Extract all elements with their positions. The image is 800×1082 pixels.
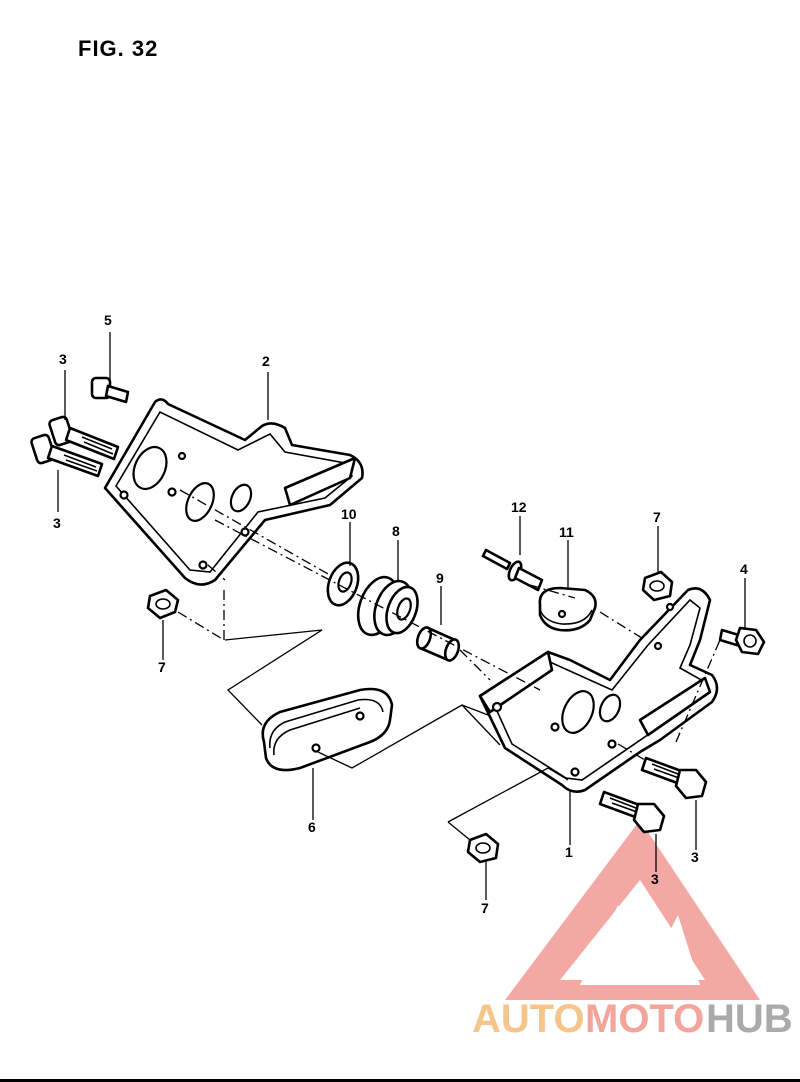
part-5-short-bolt (90, 376, 130, 404)
callout-2: 2 (262, 353, 270, 369)
watermark-mark (580, 905, 700, 985)
watermark-text: AUTO MOTO HUB (472, 997, 793, 1041)
part-6-rubber-mount (261, 687, 394, 772)
part-7-nut-right (641, 570, 674, 602)
part-3-bolt-right-lower (598, 790, 666, 834)
part-4-bolt (718, 626, 766, 656)
callout-leaders (57, 332, 746, 900)
callout-10: 10 (341, 506, 357, 522)
callout-3-upper-left: 3 (59, 351, 67, 367)
part-9-collar (415, 626, 461, 662)
callout-labels: 5 3 3 2 10 8 9 12 11 7 4 7 6 1 3 3 7 (53, 312, 748, 916)
part-3-bolt-right-upper (640, 756, 708, 800)
callout-3-right: 3 (691, 849, 699, 865)
callout-9: 9 (436, 570, 444, 586)
watermark-hub: HUB (706, 997, 793, 1041)
assembly-center-lines (177, 489, 721, 761)
watermark-auto: AUTO (472, 997, 585, 1041)
callout-12: 12 (511, 499, 527, 515)
part-3-bolt-upper-left (48, 415, 120, 461)
part-12-rivet (481, 548, 544, 592)
assembly-guide-lines (224, 629, 569, 841)
callout-11: 11 (559, 524, 574, 540)
part-2-bracket-plate (103, 398, 364, 586)
part-7-nut-left (146, 588, 180, 620)
callout-7-upper-right: 7 (653, 509, 661, 525)
callout-4: 4 (740, 561, 748, 577)
part-11-rubber-pad (538, 586, 597, 632)
callout-3-lower-left: 3 (53, 515, 61, 531)
callout-6: 6 (308, 819, 316, 835)
callout-8: 8 (392, 523, 400, 539)
part-3-bolt-lower-left (30, 433, 104, 478)
callout-3-bottom: 3 (651, 871, 659, 887)
part-10-washer (326, 561, 360, 607)
watermark-triangle (505, 820, 760, 1000)
callout-7-left: 7 (158, 659, 166, 675)
figure-title: FIG. 32 (78, 36, 159, 61)
callout-7-bottom: 7 (481, 900, 489, 916)
part-1-bracket-plate (478, 587, 719, 793)
watermark-moto: MOTO (585, 997, 704, 1041)
callout-5: 5 (104, 312, 112, 328)
part-7-nut-bottom (466, 832, 500, 864)
bottom-border (0, 1079, 800, 1082)
watermark-logo (505, 820, 760, 1000)
callout-1: 1 (565, 844, 573, 860)
part-8-grommet (356, 575, 419, 637)
